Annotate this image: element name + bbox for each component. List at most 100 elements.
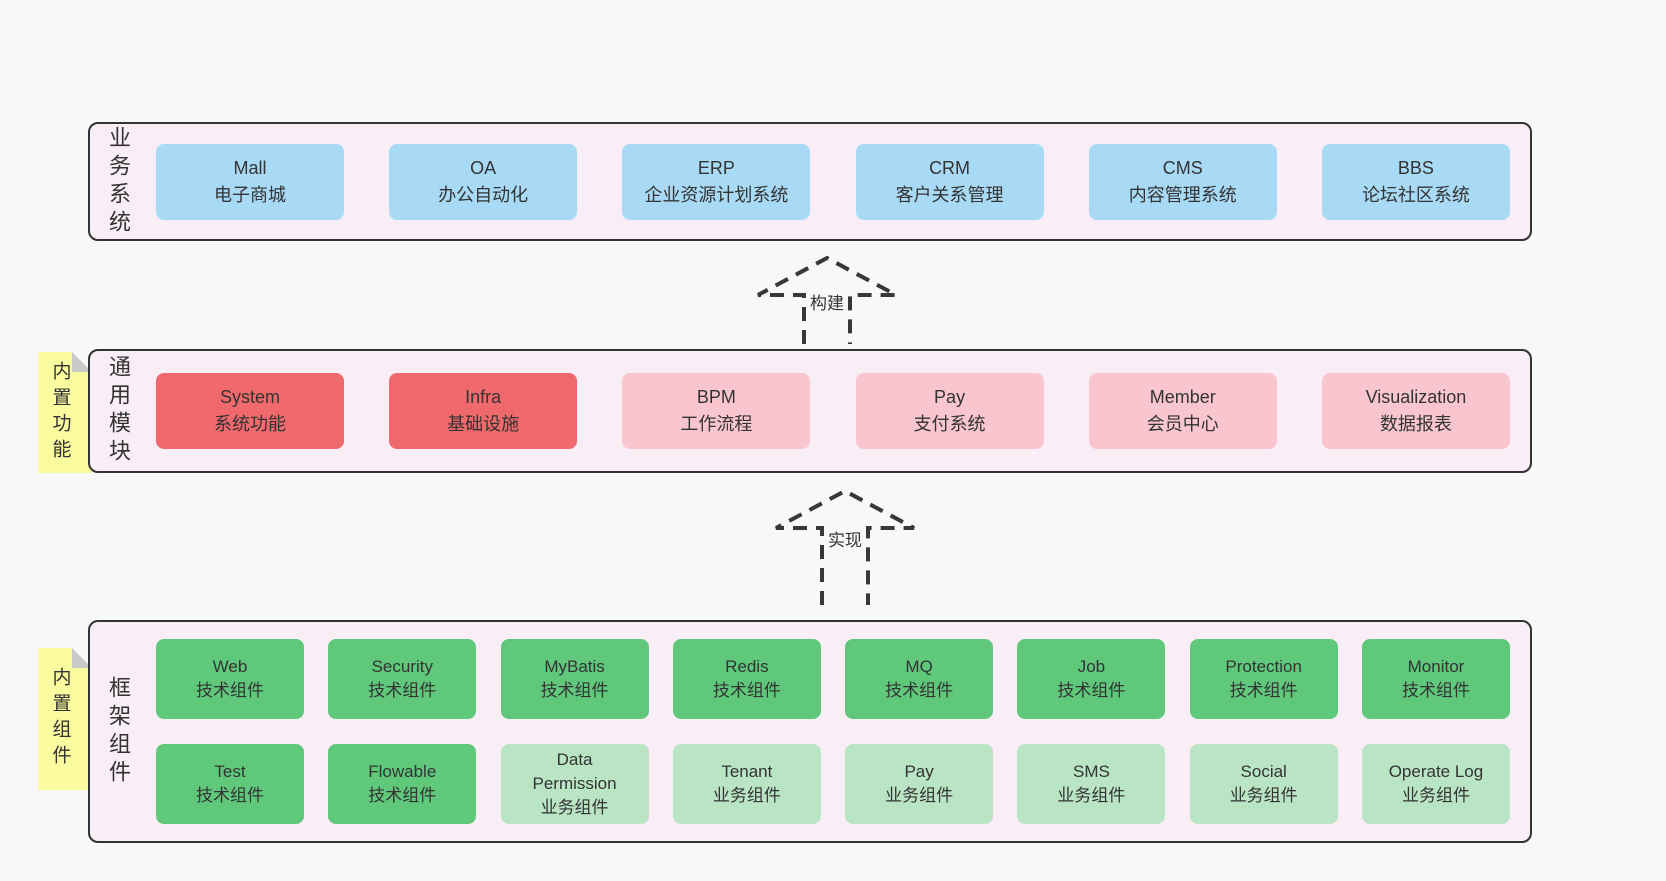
- business-systems-panel: 业务系统 Mall 电子商城 OA 办公自动化 ERP 企业资源计划系统 CRM…: [88, 122, 1532, 241]
- component-box-mybatis: MyBatis 技术组件: [500, 639, 649, 719]
- component-box-pay: Pay 业务组件: [845, 744, 994, 824]
- arrow-label-implement: 实现: [825, 525, 865, 552]
- box-subtitle: 技术组件: [1057, 681, 1126, 700]
- box-title: Pay: [934, 387, 966, 407]
- module-box-visualization: Visualization 数据报表: [1321, 373, 1510, 449]
- box-title: MyBatis: [544, 657, 605, 677]
- box-subtitle: 技术组件: [368, 681, 437, 700]
- box-subtitle: 技术组件: [1401, 681, 1470, 700]
- component-box-job: Job 技术组件: [1017, 639, 1166, 719]
- panel-label-business: 业务系统: [106, 125, 131, 238]
- box-title: Web: [212, 657, 248, 677]
- component-box-monitor: Monitor 技术组件: [1361, 639, 1510, 719]
- sticky-note-builtin-components: 内置组件: [38, 648, 92, 790]
- component-box-operate-log: Operate Log 业务组件: [1361, 744, 1510, 824]
- box-subtitle: 技术组件: [196, 681, 264, 700]
- box-title: Operate Log: [1388, 762, 1484, 782]
- arrow-build-up: 构建: [752, 254, 902, 344]
- sticky-note-label: 内置功能: [49, 360, 71, 465]
- box-subtitle: 技术组件: [712, 681, 781, 700]
- business-boxes-row: Mall 电子商城 OA 办公自动化 ERP 企业资源计划系统 CRM 客户关系…: [144, 143, 1530, 220]
- box-title: Redis: [725, 657, 769, 677]
- system-box-crm: CRM 客户关系管理: [855, 143, 1044, 220]
- component-box-social: Social 业务组件: [1189, 744, 1338, 824]
- box-title: ERP: [697, 157, 735, 178]
- box-subtitle: 数据报表: [1379, 414, 1452, 434]
- box-subtitle: 技术组件: [540, 681, 609, 700]
- box-title: Tenant: [721, 762, 773, 782]
- component-box-sms: SMS 业务组件: [1017, 744, 1166, 824]
- box-subtitle: 客户关系管理: [895, 184, 1004, 205]
- box-title: Security: [371, 657, 433, 677]
- box-title: Test: [214, 762, 246, 782]
- system-box-cms: CMS 内容管理系统: [1088, 143, 1277, 220]
- box-subtitle: 基础设施: [447, 414, 520, 434]
- box-title: OA: [470, 157, 497, 178]
- component-box-mq: MQ 技术组件: [845, 639, 994, 719]
- modules-boxes-row: System 系统功能 Infra 基础设施 BPM 工作流程 Pay 支付系统…: [144, 373, 1530, 449]
- component-box-web: Web 技术组件: [156, 639, 304, 719]
- box-subtitle: 工作流程: [680, 414, 753, 434]
- sticky-note-builtin-features: 内置功能: [38, 352, 92, 473]
- module-box-bpm: BPM 工作流程: [622, 373, 811, 449]
- box-subtitle: 技术组件: [885, 681, 954, 700]
- panel-label-framework: 框架组件: [106, 675, 131, 788]
- box-title: Data Permission: [532, 750, 617, 794]
- sticky-note-label: 内置组件: [49, 667, 71, 771]
- box-subtitle: 电子商城: [214, 184, 286, 205]
- box-title: BBS: [1397, 157, 1434, 178]
- box-title: Mall: [233, 157, 267, 178]
- box-subtitle: 系统功能: [214, 414, 286, 434]
- box-title: Pay: [904, 762, 934, 782]
- framework-boxes-grid: Web 技术组件 Security 技术组件 MyBatis 技术组件 Redi…: [144, 639, 1530, 824]
- box-subtitle: 技术组件: [196, 786, 264, 805]
- box-subtitle: 业务组件: [885, 786, 954, 805]
- system-box-bbs: BBS 论坛社区系统: [1321, 143, 1510, 220]
- box-subtitle: 业务组件: [1057, 786, 1126, 805]
- component-box-data-permission: Data Permission 业务组件: [500, 744, 649, 824]
- component-box-test: Test 技术组件: [156, 744, 304, 824]
- box-title: MQ: [905, 657, 933, 677]
- system-box-erp: ERP 企业资源计划系统: [622, 143, 811, 220]
- box-title: System: [219, 387, 280, 407]
- box-title: Flowable: [368, 762, 437, 782]
- module-box-member: Member 会员中心: [1088, 373, 1277, 449]
- box-subtitle: 论坛社区系统: [1361, 184, 1470, 205]
- box-title: CMS: [1162, 157, 1203, 178]
- box-title: BPM: [696, 387, 736, 407]
- module-box-system: System 系统功能: [156, 373, 344, 449]
- box-subtitle: 会员中心: [1146, 414, 1219, 434]
- box-subtitle: 业务组件: [540, 797, 609, 817]
- box-title: CRM: [929, 157, 971, 178]
- arrow-label-build: 构建: [807, 288, 847, 315]
- box-title: Job: [1077, 657, 1106, 677]
- box-subtitle: 业务组件: [712, 786, 781, 805]
- box-title: SMS: [1072, 762, 1110, 782]
- component-box-redis: Redis 技术组件: [672, 639, 821, 719]
- arrow-implement-up: 实现: [770, 487, 920, 605]
- box-title: Social: [1240, 762, 1287, 782]
- box-subtitle: 内容管理系统: [1128, 184, 1237, 205]
- box-title: Member: [1149, 387, 1216, 407]
- component-box-tenant: Tenant 业务组件: [672, 744, 821, 824]
- box-title: Protection: [1225, 657, 1302, 677]
- component-box-security: Security 技术组件: [328, 639, 477, 719]
- framework-row-2: Test 技术组件 Flowable 技术组件 Data Permission …: [156, 744, 1510, 824]
- box-title: Visualization: [1365, 387, 1467, 407]
- module-box-infra: Infra 基础设施: [389, 373, 578, 449]
- box-subtitle: 企业资源计划系统: [644, 184, 789, 205]
- dashed-up-arrow-icon: [757, 255, 897, 344]
- box-subtitle: 办公自动化: [438, 184, 529, 205]
- common-modules-panel: 通用模块 System 系统功能 Infra 基础设施 BPM 工作流程 Pay…: [88, 349, 1532, 473]
- component-box-protection: Protection 技术组件: [1189, 639, 1338, 719]
- component-box-flowable: Flowable 技术组件: [328, 744, 477, 824]
- framework-row-1: Web 技术组件 Security 技术组件 MyBatis 技术组件 Redi…: [156, 639, 1510, 719]
- box-subtitle: 技术组件: [1229, 681, 1298, 700]
- module-box-pay: Pay 支付系统: [855, 373, 1044, 449]
- system-box-oa: OA 办公自动化: [389, 143, 578, 220]
- box-subtitle: 业务组件: [1401, 786, 1470, 805]
- panel-label-modules: 通用模块: [106, 355, 131, 467]
- framework-components-panel: 框架组件 Web 技术组件 Security 技术组件 MyBatis 技术组件…: [88, 620, 1532, 843]
- dashed-up-arrow-icon: [775, 488, 915, 605]
